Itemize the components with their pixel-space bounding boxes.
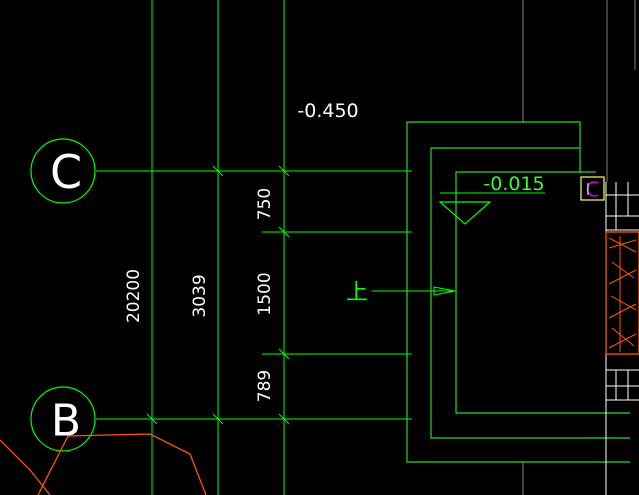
tick bbox=[212, 165, 224, 177]
axis-label-c: C bbox=[50, 145, 82, 199]
elevation-symbol: -0.015 bbox=[438, 173, 545, 225]
dimension-text-3039: 3039 bbox=[190, 274, 210, 317]
dimension-text-overall: 20200 bbox=[124, 269, 144, 323]
hatch-pattern bbox=[608, 236, 637, 352]
axis-lines bbox=[96, 170, 412, 420]
elevation-triangle bbox=[438, 201, 492, 225]
direction-arrow-head bbox=[433, 286, 456, 296]
tick bbox=[278, 165, 290, 177]
wall-hatch bbox=[605, 231, 639, 355]
direction-label: 上 bbox=[346, 281, 368, 306]
inner-pit-outline bbox=[455, 171, 630, 414]
hatch-outline bbox=[605, 231, 639, 355]
swing-arc-icon bbox=[586, 181, 599, 197]
tick bbox=[278, 348, 290, 360]
axis-bubble-c[interactable]: C bbox=[30, 138, 96, 204]
terrain-contour-left bbox=[0, 439, 51, 495]
dimension-text-750: 750 bbox=[255, 188, 275, 220]
dimension-texts: 20200 3039 750 1500 789 bbox=[124, 188, 275, 402]
terrain-contour-right bbox=[37, 433, 207, 495]
dimension-ticks bbox=[146, 165, 290, 425]
axis-bubble-circle bbox=[30, 386, 96, 452]
tick bbox=[146, 413, 158, 425]
pit-outlines bbox=[406, 121, 630, 463]
middle-pit-outline bbox=[430, 147, 630, 439]
wall-opening-box bbox=[580, 176, 605, 201]
vertical-grid-lines bbox=[151, 0, 285, 495]
tick bbox=[278, 226, 290, 238]
direction-indicator: 上 bbox=[346, 281, 456, 306]
axis-bubble-b[interactable]: B bbox=[30, 386, 96, 452]
gray-reference-lines bbox=[522, 0, 636, 495]
dimension-text-1500: 1500 bbox=[255, 272, 275, 315]
elevation-label-top: -0.450 bbox=[297, 100, 358, 122]
tick bbox=[212, 413, 224, 425]
wall-opening-symbol bbox=[580, 176, 605, 201]
dimension-text-789: 789 bbox=[255, 370, 275, 402]
elevation-label-pit: -0.015 bbox=[483, 173, 544, 195]
outer-pit-outline bbox=[406, 121, 630, 463]
tick bbox=[278, 413, 290, 425]
axis-label-b: B bbox=[51, 396, 81, 447]
axis-bubble-circle bbox=[30, 138, 96, 204]
